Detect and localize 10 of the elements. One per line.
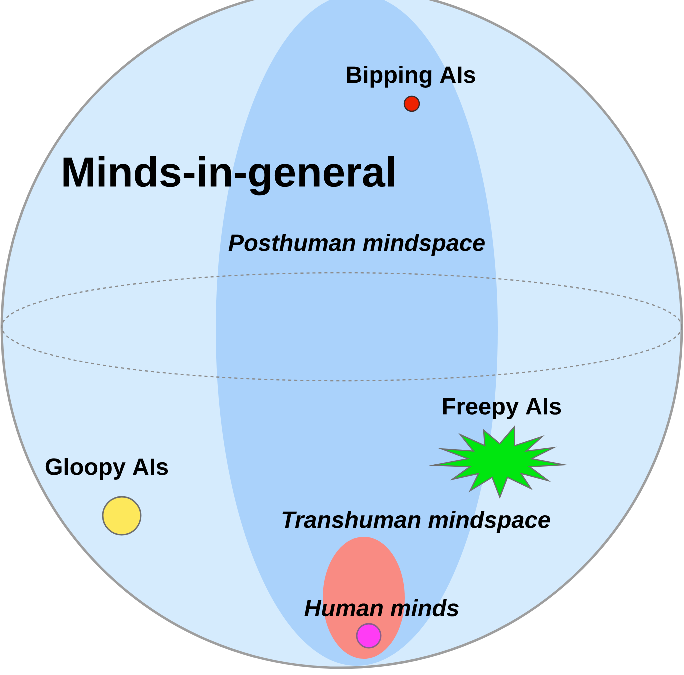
point-label: Human minds <box>304 599 459 617</box>
point-label: Freepy AIs <box>444 398 562 420</box>
region-label: Posthuman mindspace <box>228 234 485 256</box>
point-label: Bipping AIs <box>347 66 476 88</box>
dot <box>404 96 420 112</box>
region-label: Transhuman mindspace <box>282 511 550 533</box>
circle-marker <box>102 496 142 536</box>
heading: Minds-in-general <box>64 156 394 196</box>
point-label: Gloopy AIs <box>46 458 168 480</box>
dot <box>356 623 382 649</box>
